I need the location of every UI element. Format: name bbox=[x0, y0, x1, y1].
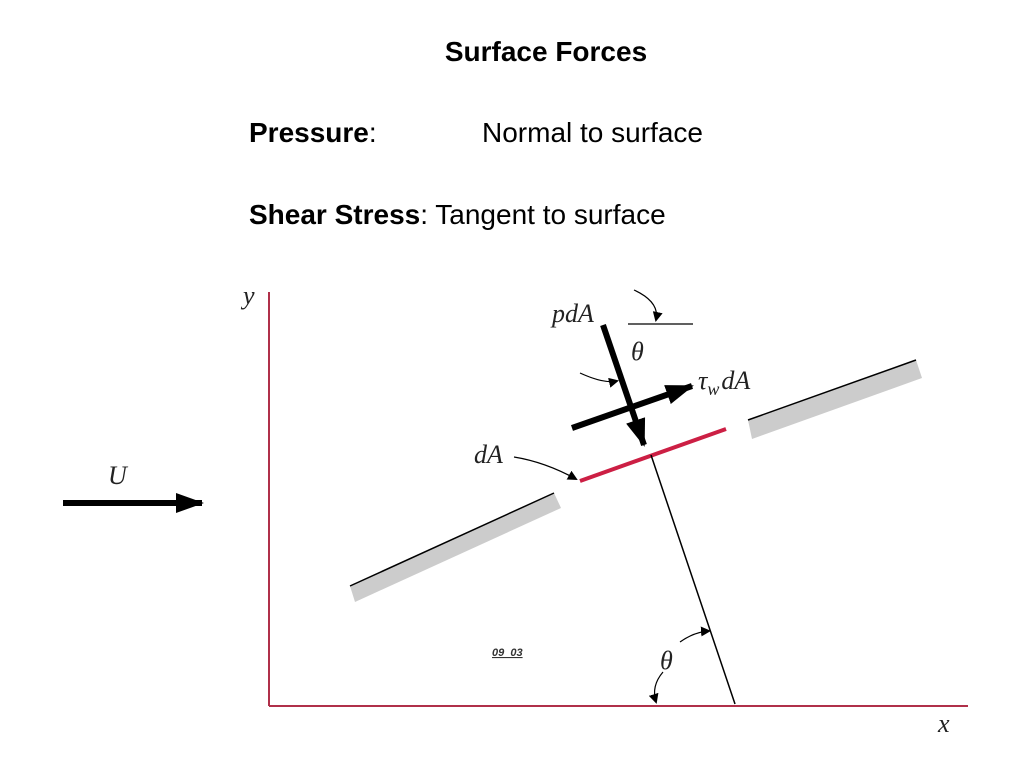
shear-force-subscript: w bbox=[707, 379, 719, 399]
shear-force-arrow bbox=[571, 383, 694, 431]
figure-id: 09_03 bbox=[492, 647, 523, 659]
pressure-force-arrow bbox=[600, 324, 647, 447]
y-axis-label: y bbox=[240, 281, 255, 310]
bottom-angle-arc-lower bbox=[648, 671, 664, 704]
bottom-angle-label: θ bbox=[660, 646, 673, 675]
area-label: dA bbox=[474, 440, 503, 469]
shear-separator: : bbox=[420, 199, 428, 230]
normal-line bbox=[650, 454, 736, 705]
shear-force-tau: τ bbox=[698, 366, 709, 395]
x-axis-label: x bbox=[937, 709, 950, 738]
lower-surface-shading bbox=[350, 493, 561, 602]
shear-description: Tangent to surface bbox=[428, 199, 666, 230]
shear-force-dA: dA bbox=[721, 366, 750, 395]
area-element bbox=[579, 427, 727, 483]
top-angle-arc bbox=[633, 289, 663, 322]
pressure-label: Pressure bbox=[249, 117, 369, 148]
pressure-description: Normal to surface bbox=[482, 117, 703, 148]
top-angle-label: θ bbox=[631, 337, 644, 366]
right-angle-arc bbox=[579, 372, 619, 388]
shear-force-label: τwdA bbox=[698, 366, 750, 399]
shear-label: Shear Stress bbox=[249, 199, 421, 230]
lower-surface-edge bbox=[349, 492, 555, 587]
flow-label: U bbox=[108, 461, 129, 490]
pressure-line: Pressure: Normal to surface bbox=[249, 117, 703, 149]
area-leader-arrow bbox=[513, 456, 578, 480]
slide-title: Surface Forces bbox=[444, 36, 648, 67]
pressure-separator: : bbox=[368, 117, 377, 148]
bottom-angle-arc-upper bbox=[679, 626, 711, 643]
upper-surface-shading bbox=[748, 360, 922, 439]
pressure-force-label: pdA bbox=[550, 299, 594, 328]
upper-surface-edge bbox=[747, 359, 917, 421]
shear-line: Shear Stress: Tangent to surface bbox=[249, 199, 666, 231]
